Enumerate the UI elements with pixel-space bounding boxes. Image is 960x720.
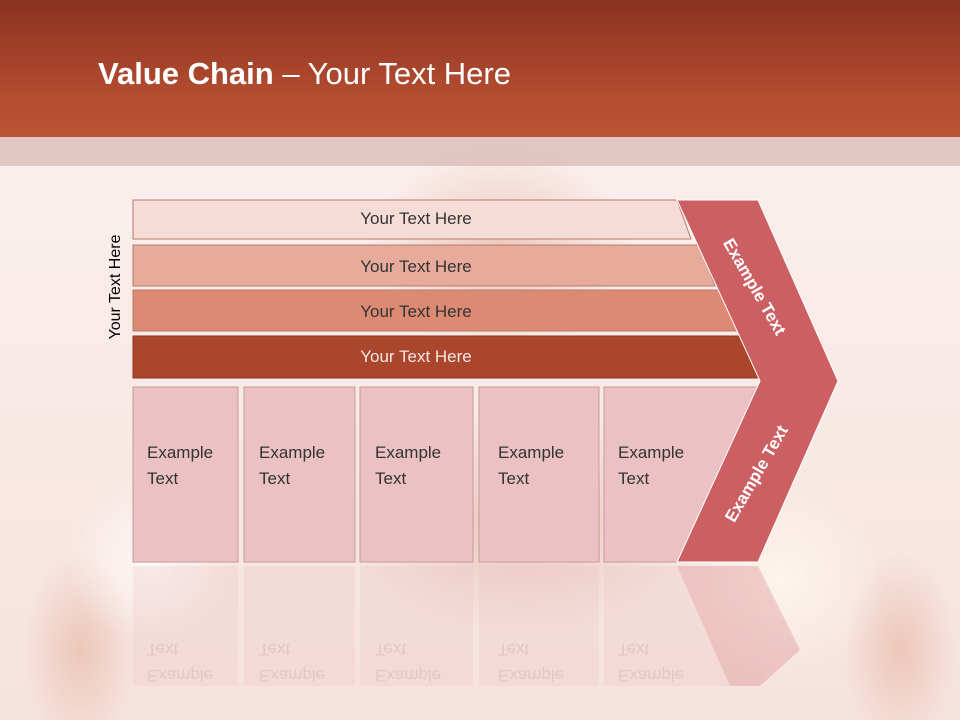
row-bar-1 (132, 199, 692, 240)
row-label-3: Your Text Here (360, 302, 472, 321)
row-bar-2 (132, 244, 716, 287)
column-label-1-line1: Example (147, 443, 214, 462)
column-label-2-line2: Text (259, 469, 291, 488)
row-label-1: Your Text Here (360, 209, 472, 228)
slide-title: Value Chain – Your Text Here (98, 56, 511, 92)
title-bar (0, 0, 960, 137)
row-label-4: Your Text Here (360, 347, 472, 366)
reflection (133, 566, 800, 686)
header-band (0, 137, 960, 166)
title-bold: Value Chain (98, 56, 274, 91)
title-rest: – Your Text Here (273, 56, 511, 91)
column-box-1 (132, 386, 239, 563)
chevron-arrow (676, 199, 839, 563)
column-box-2 (243, 386, 356, 563)
column-label-1-line2: Text (147, 469, 179, 488)
column-box-3 (359, 386, 474, 563)
column-box-4 (478, 386, 600, 563)
column-label-5-line1: Example (618, 443, 685, 462)
column-label-3-line1: Example (375, 443, 442, 462)
column-label-2-line1: Example (259, 443, 326, 462)
column-label-4-line2: Text (498, 469, 530, 488)
row-label-2: Your Text Here (360, 257, 472, 276)
column-label-5-line2: Text (618, 469, 650, 488)
column-label-4-line1: Example (498, 443, 565, 462)
column-label-3-line2: Text (375, 469, 407, 488)
